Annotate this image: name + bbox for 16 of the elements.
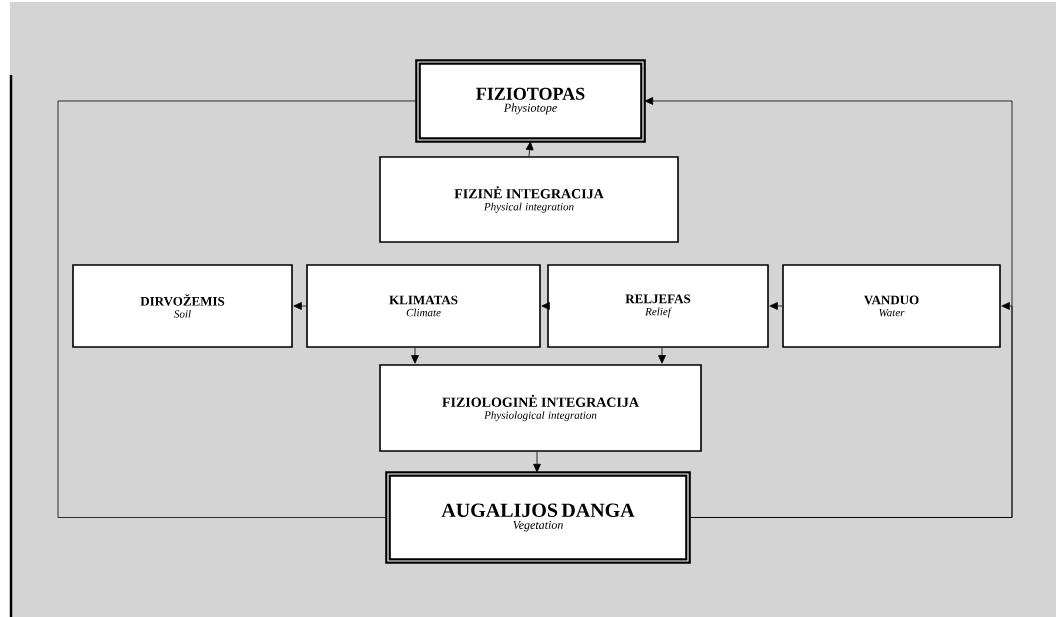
arrow <box>769 302 783 310</box>
arrow <box>658 347 666 364</box>
process-box: VANDUO Water <box>782 264 1001 348</box>
process-box: FIZIOLOGINĖ INTEGRACIJA Physiological integration <box>379 364 702 452</box>
arrow <box>411 347 419 364</box>
arrow <box>541 302 550 310</box>
outer-box: AUGALIJOS DANGA Vegetation <box>385 471 691 564</box>
arrow <box>525 141 534 157</box>
arrow <box>293 302 307 310</box>
process-box: KLIMATAS Climate <box>306 264 541 348</box>
process-box: FIZINĖ INTEGRACIJA Physical integration <box>379 156 679 243</box>
arrow <box>533 451 541 473</box>
process-box: RELJEFAS Relief <box>547 264 769 348</box>
outer-box: FIZIOTOPAS Physiotope <box>415 59 646 143</box>
arrow <box>644 97 1013 518</box>
process-box: DIRVOŽEMIS Soil <box>72 264 293 348</box>
